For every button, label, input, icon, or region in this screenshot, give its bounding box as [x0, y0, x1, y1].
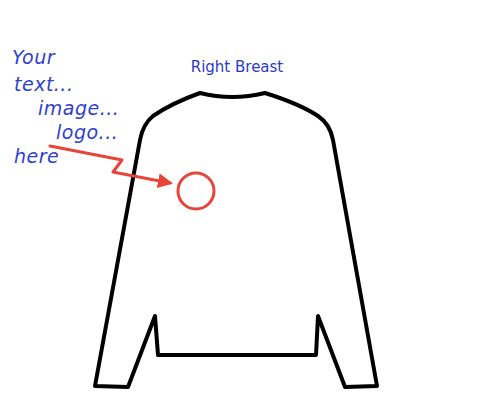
sweatshirt-outline	[95, 93, 377, 387]
handwritten-note: logo...	[56, 122, 118, 143]
pointer-arrow	[50, 146, 170, 183]
handwritten-note: text...	[14, 74, 73, 95]
logo-placement-circle	[178, 173, 214, 209]
handwritten-note: Your	[12, 47, 55, 68]
handwritten-note: here	[14, 146, 59, 167]
view-title: Right Breast	[191, 59, 284, 76]
handwritten-note: image...	[38, 98, 119, 119]
